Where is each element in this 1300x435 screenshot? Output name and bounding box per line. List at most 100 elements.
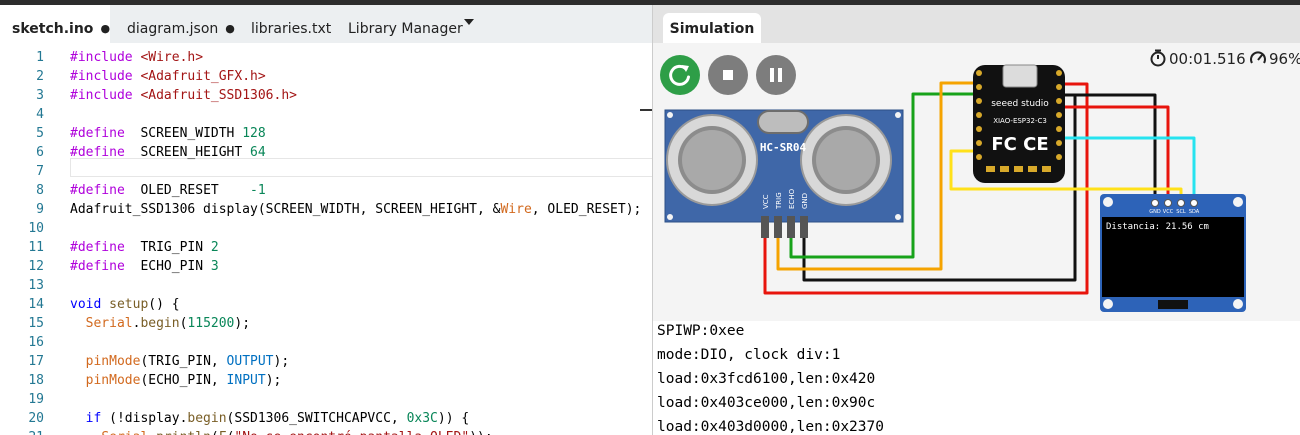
current-line-highlight	[70, 158, 652, 177]
code-area[interactable]: 1#include <Wire.h>2#include <Adafruit_GF…	[0, 43, 652, 435]
sensor-model-label: HC-SR04	[760, 141, 807, 154]
code-text: void setup() {	[70, 295, 180, 314]
code-token: (	[179, 316, 188, 331]
code-token: SCREEN_WIDTH	[124, 126, 243, 141]
code-token: 3	[210, 259, 219, 274]
code-line[interactable]: 12#define ECHO_PIN 3	[0, 257, 652, 276]
line-number: 10	[28, 221, 44, 236]
pane-divider[interactable]	[652, 5, 653, 435]
tab-simulation[interactable]: Simulation	[663, 13, 761, 43]
unsaved-dot-icon: ●	[225, 22, 235, 35]
tab-diagram-json[interactable]: diagram.json●	[127, 5, 235, 43]
editor-tab-bar: sketch.ino● diagram.json● libraries.txt …	[0, 5, 652, 43]
xiao-esp32-c3-board[interactable]: seeed studio XIAO-ESP32-C3 FC CE	[973, 64, 1065, 183]
code-line[interactable]: 3 #include <Adafruit_SSD1306.h>	[0, 86, 652, 105]
code-token: F	[219, 430, 227, 435]
line-number: 5	[36, 126, 44, 141]
oled-screen-text: Distancia: 21.56 cm	[1106, 222, 1209, 232]
code-line[interactable]: 7	[0, 162, 652, 181]
line-number: 2	[36, 69, 44, 84]
oled-pin-scl: SCL	[1176, 209, 1186, 215]
code-token: SCREEN_HEIGHT	[124, 145, 251, 160]
scrollbar-marker	[640, 109, 652, 111]
code-text: if (!display.begin(SSD1306_SWITCHCAPVCC,…	[70, 409, 470, 428]
oled-display[interactable]: GND VCC SCL SDA Distancia: 21.56 cm	[1100, 194, 1246, 312]
sensor-pin-echo: ECHO	[788, 188, 796, 209]
line-number: 3	[36, 88, 44, 103]
tab-sketch-ino[interactable]: sketch.ino ●	[0, 5, 110, 43]
line-number: 9	[36, 202, 44, 217]
line-number: 1	[36, 50, 44, 65]
code-line[interactable]: 10	[0, 219, 652, 238]
tab-libraries-txt[interactable]: libraries.txt	[251, 5, 331, 43]
code-text: #include <Adafruit_SSD1306.h>	[70, 86, 297, 105]
tabs-overflow-chevron-down-icon[interactable]	[464, 19, 474, 25]
pause-button[interactable]	[756, 55, 796, 95]
code-line[interactable]: 11#define TRIG_PIN 2	[0, 238, 652, 257]
code-text: #define TRIG_PIN 2	[70, 238, 219, 257]
code-text: #include <Adafruit_GFX.h>	[70, 67, 266, 86]
code-token: (TRIG_PIN,	[140, 354, 227, 369]
code-token: (	[227, 430, 235, 435]
code-token: .	[132, 316, 141, 331]
code-token: pinMode	[85, 354, 141, 369]
code-line[interactable]: 4	[0, 105, 652, 124]
code-line[interactable]: 15 Serial.begin(115200);	[0, 314, 652, 333]
code-line[interactable]: 8#define OLED_RESET -1	[0, 181, 652, 200]
simulation-pane: Simulation HC-SR04 VCC TRIG ECHO GND	[653, 5, 1300, 435]
code-token: TRIG_PIN	[124, 240, 211, 255]
code-token: Serial	[101, 430, 148, 435]
code-line[interactable]: 21 Serial.println(F("No se encontró pant…	[0, 428, 652, 435]
code-token: () {	[148, 297, 180, 312]
tab-library-manager[interactable]: Library Manager	[348, 5, 463, 43]
line-number: 21	[0, 428, 44, 435]
code-line[interactable]: 5#define SCREEN_WIDTH 128	[0, 124, 652, 143]
circuit-diagram: HC-SR04 VCC TRIG ECHO GND	[664, 64, 1246, 312]
restart-button[interactable]	[660, 55, 700, 95]
sensor-header-pins[interactable]	[761, 216, 808, 238]
code-line[interactable]: 2 #include <Adafruit_GFX.h>	[0, 67, 652, 86]
code-line[interactable]: 17 pinMode(TRIG_PIN, OUTPUT);	[0, 352, 652, 371]
code-line[interactable]: 13	[0, 276, 652, 295]
code-token: Serial	[85, 316, 133, 331]
code-line[interactable]: 18 pinMode(ECHO_PIN, INPUT);	[0, 371, 652, 390]
code-line[interactable]: 16	[0, 333, 652, 352]
code-token: -1	[250, 183, 266, 198]
code-token: 2	[210, 240, 219, 255]
stop-button[interactable]	[708, 55, 748, 95]
code-token: setup	[109, 297, 149, 312]
tab-label: sketch.ino	[12, 21, 94, 37]
code-line[interactable]: 9 Adafruit_SSD1306 display(SCREEN_WIDTH, …	[0, 200, 652, 219]
code-token: (!display.	[101, 411, 188, 426]
oled-pin-gnd: GND	[1149, 209, 1161, 215]
simulation-canvas[interactable]: HC-SR04 VCC TRIG ECHO GND	[653, 43, 1300, 321]
line-number: 20	[28, 411, 44, 426]
wires[interactable]	[763, 81, 1196, 295]
code-line[interactable]: 1#include <Wire.h>	[0, 48, 652, 67]
code-line[interactable]: 6#define SCREEN_HEIGHT 64	[0, 143, 652, 162]
line-number: 15	[28, 316, 44, 331]
code-text: Adafruit_SSD1306 display(SCREEN_WIDTH, S…	[70, 200, 641, 219]
sensor-pin-gnd: GND	[801, 193, 809, 209]
code-token: )) {	[437, 411, 470, 426]
oled-pin-vcc: VCC	[1163, 209, 1174, 215]
code-line[interactable]: 19	[0, 390, 652, 409]
console-line: SPIWP:0xee	[657, 323, 745, 339]
code-token: void	[70, 297, 102, 312]
code-token	[101, 297, 109, 312]
code-token	[70, 373, 86, 388]
line-number: 4	[36, 107, 44, 122]
code-token	[70, 411, 86, 426]
board-brand: seeed studio	[991, 99, 1049, 109]
code-text: #define OLED_RESET -1	[70, 181, 266, 200]
hc-sr04-sensor[interactable]: HC-SR04 VCC TRIG ECHO GND	[664, 109, 904, 223]
code-token: #include	[70, 50, 141, 65]
line-number: 12	[28, 259, 44, 274]
speed-value: 96%	[1269, 50, 1300, 68]
code-token: (ECHO_PIN,	[140, 373, 227, 388]
tab-label: libraries.txt	[251, 21, 332, 37]
unsaved-dot-icon: ●	[100, 22, 111, 35]
code-line[interactable]: 20 if (!display.begin(SSD1306_SWITCHCAPV…	[0, 409, 652, 428]
